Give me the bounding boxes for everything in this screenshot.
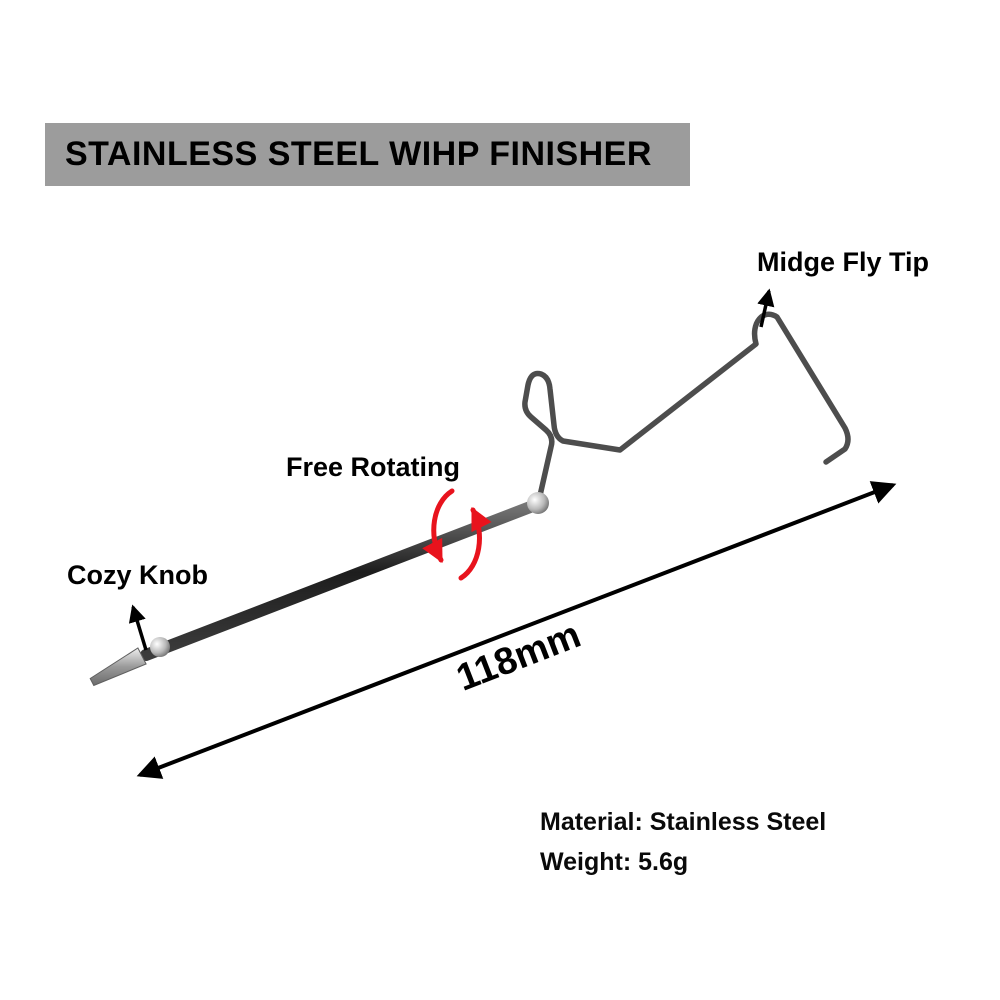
ball-bearing-upper: [527, 492, 549, 514]
midge-fly-tip-arrow-icon: [757, 288, 775, 328]
banner-title: STAINLESS STEEL WIHP FINISHER: [65, 135, 652, 173]
rotation-arc-right: [458, 506, 492, 581]
spec-material: Material: Stainless Steel: [540, 808, 827, 836]
label-midge-fly-tip: Midge Fly Tip: [757, 247, 930, 277]
rotation-arc-left: [422, 488, 455, 563]
cozy-knob-cone: [89, 647, 147, 687]
ball-bearing-lower: [150, 637, 170, 657]
cozy-knob-arrow-icon: [128, 604, 148, 651]
wire-arm: [522, 311, 851, 503]
label-cozy-knob: Cozy Knob: [67, 560, 208, 590]
product-banner: STAINLESS STEEL WIHP FINISHER: [45, 123, 690, 186]
dimension-label: 118mm: [451, 614, 586, 700]
dimension-arrow: 118mm: [136, 481, 897, 779]
dimension-line: [136, 481, 897, 779]
label-free-rotating: Free Rotating: [286, 452, 461, 482]
spec-block: Material: Stainless Steel Weight: 5.6g: [540, 802, 826, 882]
whip-finisher-tool: [89, 311, 851, 687]
spec-weight: Weight: 5.6g: [540, 848, 689, 876]
